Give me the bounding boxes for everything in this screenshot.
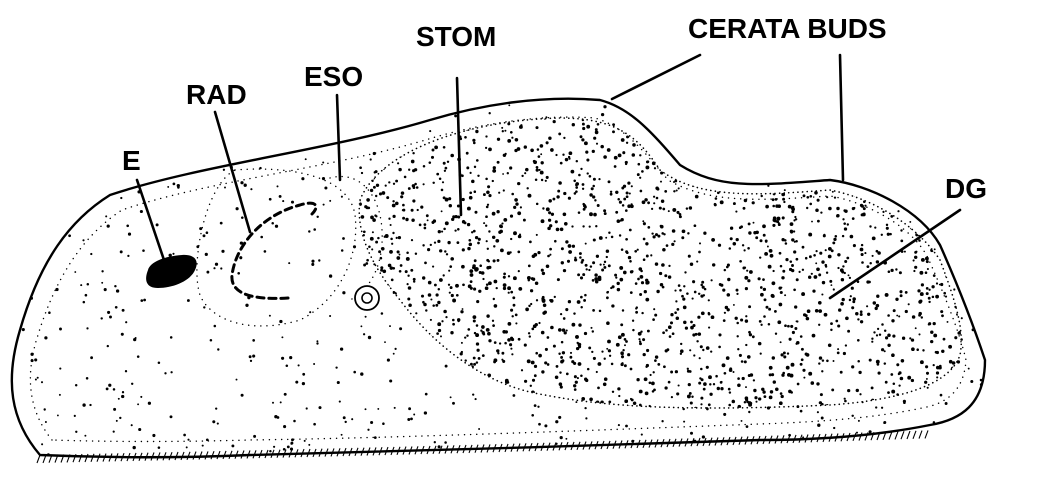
- buccal-mass-outline: [197, 169, 356, 326]
- label-e: E: [122, 145, 141, 176]
- leader-line-cerata-buds-a: [612, 55, 700, 99]
- label-cerata-buds: CERATA BUDS: [688, 13, 887, 44]
- label-rad: RAD: [186, 79, 247, 110]
- leader-line-rad: [215, 112, 250, 232]
- label-dg: DG: [945, 173, 987, 204]
- eye: [146, 255, 197, 288]
- leader-line-cerata-buds-b: [840, 55, 843, 180]
- statocyst: [355, 286, 379, 310]
- label-stom: STOM: [416, 21, 496, 52]
- stomach-outline: [330, 177, 382, 300]
- label-eso: ESO: [304, 61, 363, 92]
- leader-line-eso: [337, 95, 340, 180]
- leader-line-e: [137, 180, 165, 263]
- leader-line-stom: [457, 78, 461, 215]
